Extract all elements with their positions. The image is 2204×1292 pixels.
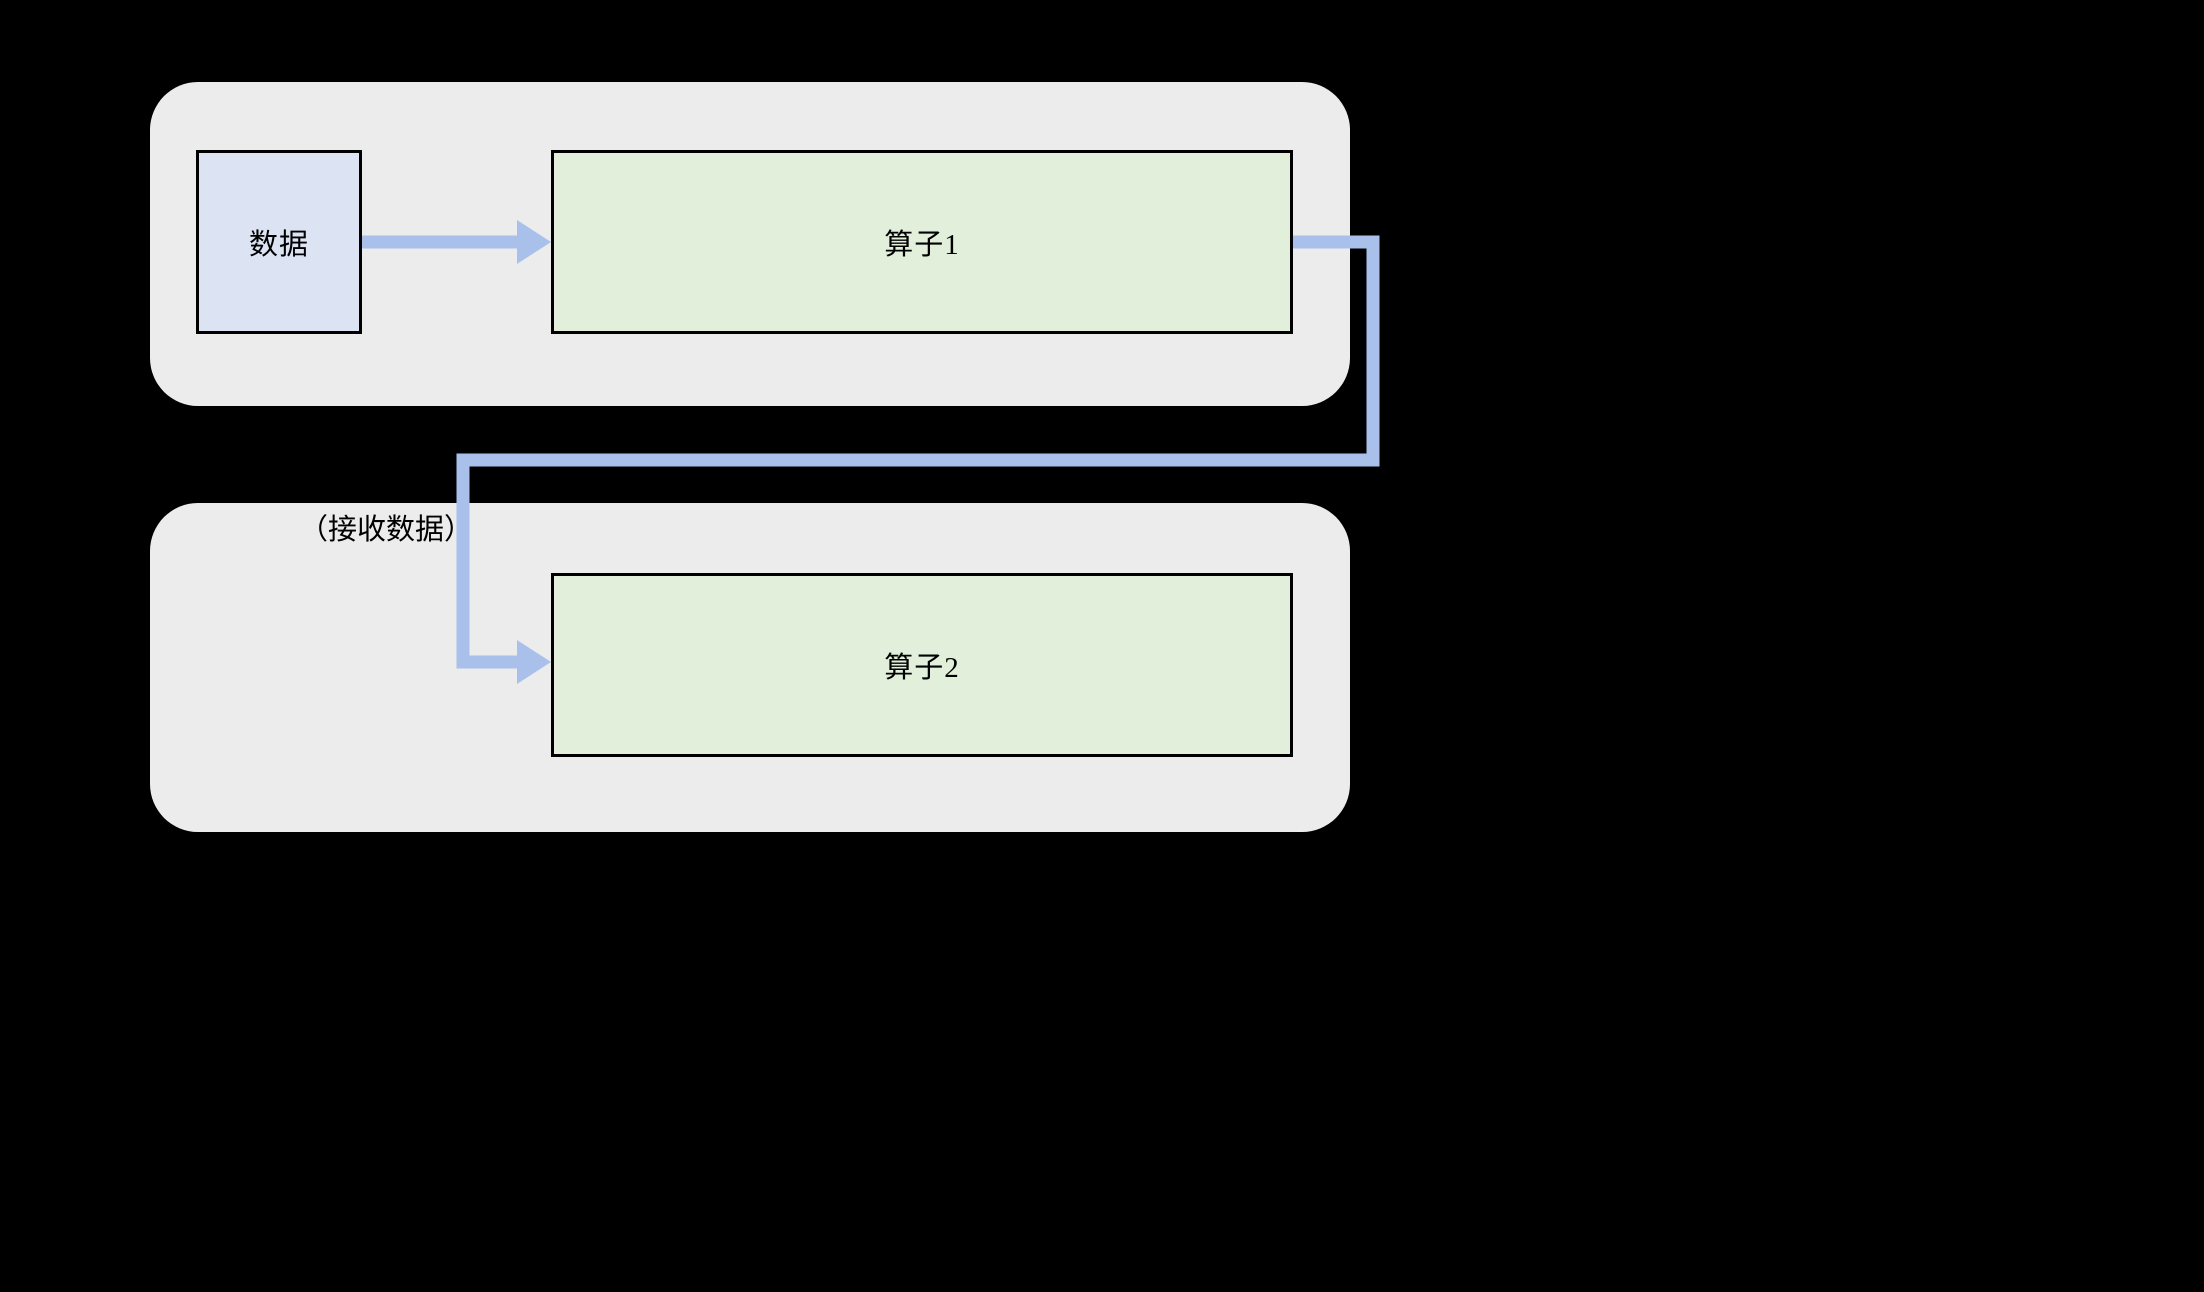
node-operator2-label: 算子2 — [884, 652, 960, 684]
node-data-label: 数据 — [248, 229, 309, 261]
node-operator1-box[interactable]: 算子1 — [551, 150, 1293, 334]
node-operator1-label: 算子1 — [884, 229, 960, 261]
edge-label-receive-data: （接收数据） — [299, 514, 474, 546]
node-operator2-box[interactable]: 算子2 — [551, 573, 1293, 757]
node-data-box[interactable]: 数据 — [196, 150, 362, 334]
